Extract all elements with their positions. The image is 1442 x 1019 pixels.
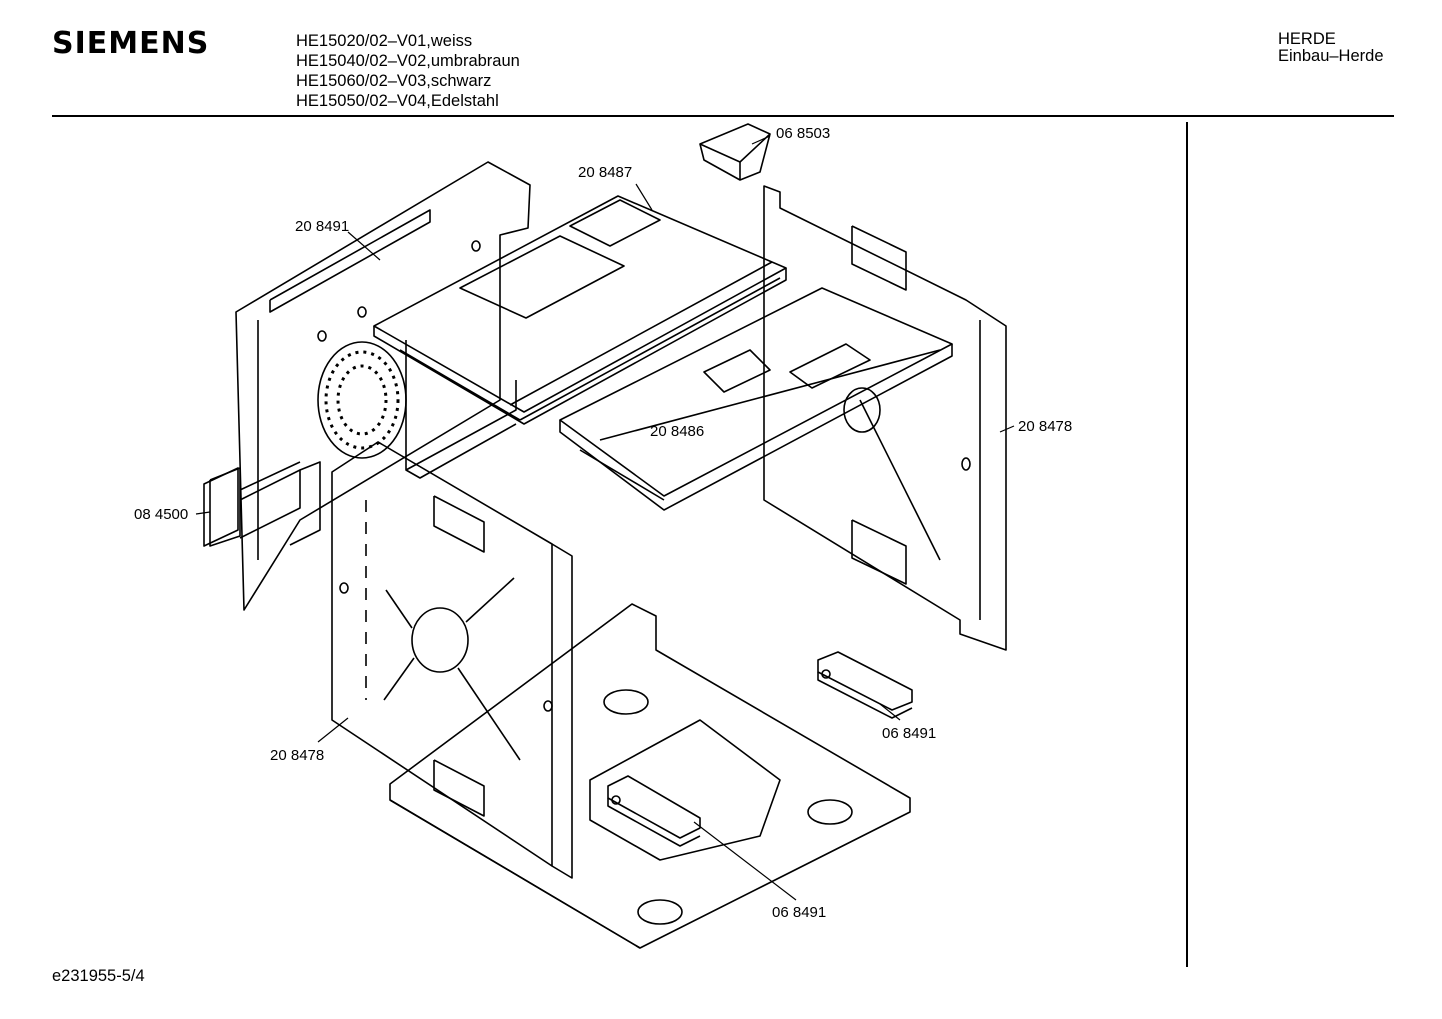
model-list: HE15020/02–V01,weiss HE15040/02–V02,umbr…	[296, 31, 520, 111]
middle-rail-panel	[559, 287, 953, 511]
rail-holder-bottom	[607, 775, 701, 847]
part-label-208478-right: 20 8478	[1018, 418, 1073, 435]
bottom-floor-panel	[389, 603, 911, 949]
right-side-wall	[763, 185, 1007, 651]
brand-logo: SIEMENS	[52, 26, 210, 61]
column-divider	[1186, 122, 1188, 967]
rail-holder-right	[817, 651, 913, 719]
control-connector	[203, 467, 301, 547]
document-number: e231955-5/4	[52, 967, 145, 985]
rear-fan-cover	[317, 341, 407, 459]
model-line: HE15060/02–V03,schwarz	[296, 72, 492, 90]
category-subtitle: Einbau–Herde	[1278, 47, 1384, 65]
part-label-208486: 20 8486	[650, 423, 705, 440]
part-label-208491: 20 8491	[295, 218, 350, 235]
top-panel	[373, 195, 787, 425]
front-side-wall	[331, 441, 573, 879]
part-label-068491-right: 06 8491	[882, 725, 937, 742]
header-divider	[52, 115, 1394, 117]
clip-068503	[699, 123, 771, 181]
category-block: HERDE Einbau–Herde	[1278, 31, 1384, 65]
back-inner-wall	[405, 340, 517, 479]
model-line: HE15040/02–V02,umbrabraun	[296, 52, 520, 70]
model-line: HE15050/02–V04,Edelstahl	[296, 92, 499, 110]
category-title: HERDE	[1278, 30, 1336, 48]
part-label-208478-left: 20 8478	[270, 747, 325, 764]
left-side-wall	[209, 161, 531, 611]
model-line: HE15020/02–V01,weiss	[296, 32, 473, 50]
part-label-068491-bottom: 06 8491	[772, 904, 827, 921]
part-label-084500: 08 4500	[134, 506, 189, 523]
leader-lines	[195, 135, 1015, 901]
part-label-068503: 06 8503	[776, 125, 831, 142]
part-label-208487: 20 8487	[578, 164, 633, 181]
